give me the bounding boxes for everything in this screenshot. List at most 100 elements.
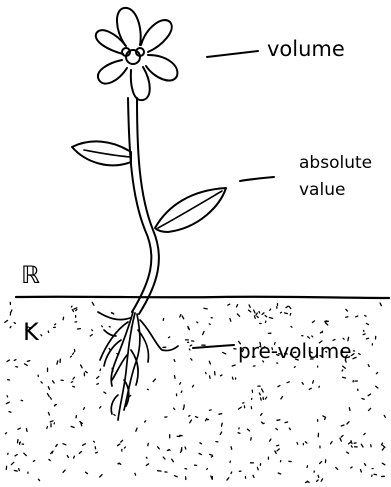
soil-speck xyxy=(74,456,75,458)
soil-speck xyxy=(278,473,281,474)
soil-speck xyxy=(118,444,120,446)
soil-speck xyxy=(48,387,49,390)
soil-speck xyxy=(366,338,368,339)
soil-speck xyxy=(349,408,350,411)
soil-speck xyxy=(180,383,181,385)
soil-speck xyxy=(63,317,64,319)
soil-speck xyxy=(193,385,194,387)
soil-speck xyxy=(163,319,164,321)
soil-speck xyxy=(269,318,272,319)
soil-speck xyxy=(362,399,364,400)
soil-speck xyxy=(232,377,233,379)
soil-speck xyxy=(251,438,252,440)
soil-speck xyxy=(325,323,327,325)
soil-speck xyxy=(67,456,68,458)
soil-speck xyxy=(359,354,361,355)
soil-speck xyxy=(331,442,333,444)
soil-speck xyxy=(351,354,354,356)
soil-speck xyxy=(262,422,263,423)
soil-speck xyxy=(114,415,115,416)
soil-speck xyxy=(57,361,58,364)
symbol-real-numbers: ℝ xyxy=(21,261,40,289)
soil-speck xyxy=(209,410,211,411)
soil-speck xyxy=(19,469,20,471)
label-absolute: absolute xyxy=(299,153,372,173)
soil-speck xyxy=(97,384,99,385)
soil-speck xyxy=(237,314,239,316)
soil-speck xyxy=(6,402,9,404)
soil-speck xyxy=(261,398,262,400)
soil-speck xyxy=(254,310,255,313)
soil-speck xyxy=(203,331,205,334)
soil-speck xyxy=(7,360,9,361)
soil-speck xyxy=(365,464,366,466)
soil-speck xyxy=(76,310,77,311)
soil-speck xyxy=(199,453,202,454)
soil-speck xyxy=(356,316,358,317)
soil-speck xyxy=(294,367,295,368)
soil-speck xyxy=(239,407,242,409)
soil-speck xyxy=(361,444,363,447)
soil-speck xyxy=(261,414,262,416)
soil-speck xyxy=(305,442,307,443)
soil-speck xyxy=(190,345,192,346)
soil-speck xyxy=(228,304,230,305)
soil-speck xyxy=(382,448,384,450)
soil-speck xyxy=(180,315,181,317)
soil-speck xyxy=(71,306,72,307)
soil-speck xyxy=(361,470,362,472)
soil-speck xyxy=(167,450,169,451)
soil-speck xyxy=(262,389,264,392)
soil-speck xyxy=(380,303,381,306)
label-volume: volume xyxy=(267,37,345,61)
roots-icon xyxy=(98,312,178,420)
soil-speck xyxy=(253,475,254,477)
soil-speck xyxy=(308,337,310,339)
soil-speck xyxy=(53,381,55,383)
soil-speck xyxy=(169,337,170,338)
soil-speck xyxy=(146,457,147,458)
soil-speck xyxy=(291,326,292,327)
soil-speck xyxy=(56,445,57,446)
ground-line xyxy=(16,297,389,298)
soil-speck xyxy=(265,315,267,316)
soil-speck xyxy=(220,432,221,434)
soil-speck xyxy=(222,423,223,426)
soil-speck xyxy=(72,310,73,312)
soil-speck xyxy=(278,386,280,387)
leader-line-volume xyxy=(207,51,258,57)
soil-speck xyxy=(366,323,368,324)
soil-speck xyxy=(181,391,182,392)
soil-speck xyxy=(341,436,343,438)
soil-speck xyxy=(376,373,377,374)
soil-speck xyxy=(289,307,291,309)
soil-speck xyxy=(249,305,250,307)
soil-speck xyxy=(364,433,365,434)
soil-speck xyxy=(18,428,20,429)
soil-speck xyxy=(80,422,83,424)
soil-speck xyxy=(256,313,257,315)
soil-speck xyxy=(10,310,12,313)
soil-speck xyxy=(5,433,6,434)
soil-speck xyxy=(297,443,298,445)
soil-speck xyxy=(353,357,356,358)
soil-speck xyxy=(343,366,346,368)
soil-speck xyxy=(94,441,95,442)
flower-icon xyxy=(96,8,178,100)
soil-speck xyxy=(196,417,198,418)
soil-speck xyxy=(306,482,308,483)
soil-speck xyxy=(200,443,202,444)
soil-speck xyxy=(185,469,187,470)
soil-speck xyxy=(323,416,326,417)
soil-speck xyxy=(376,386,378,388)
soil-speck xyxy=(336,468,338,470)
soil-speck xyxy=(381,443,382,445)
soil-speck xyxy=(351,446,352,447)
soil-speck xyxy=(14,471,17,472)
soil-speck xyxy=(276,429,278,430)
soil-speck xyxy=(254,316,255,318)
soil-speck xyxy=(18,440,19,443)
soil-speck xyxy=(341,425,344,426)
soil-speck xyxy=(313,381,314,383)
